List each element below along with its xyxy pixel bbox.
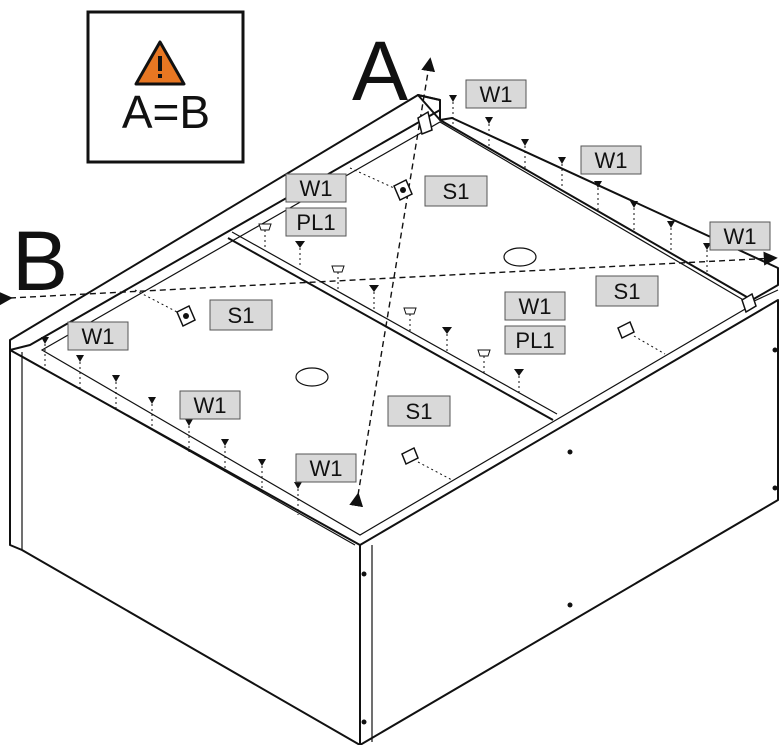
bracket-s1-left xyxy=(134,289,196,328)
corner-bracket-top xyxy=(417,110,433,136)
screw-row-front xyxy=(41,337,302,515)
screw xyxy=(558,157,566,188)
dimension-a-label: A xyxy=(352,24,408,118)
plug xyxy=(403,307,417,332)
screw-row-divider xyxy=(258,223,524,394)
label-s1-bottom: S1 xyxy=(387,395,451,427)
screw xyxy=(295,241,305,266)
label-w1-front-right: W1 xyxy=(295,453,357,483)
svg-text:S1: S1 xyxy=(406,399,433,424)
svg-text:W1: W1 xyxy=(595,148,628,173)
label-w1-top-right-1: W1 xyxy=(465,79,527,109)
screw xyxy=(442,327,452,352)
label-pl1-divider-bottom: PL1 xyxy=(504,325,566,355)
warning-text: A=B xyxy=(122,86,210,138)
warning-triangle-icon xyxy=(134,40,186,86)
svg-text:S1: S1 xyxy=(443,179,470,204)
label-s1-top: S1 xyxy=(424,175,488,207)
screw xyxy=(76,355,84,388)
screw xyxy=(449,95,457,126)
dimension-b-label: B xyxy=(12,214,68,308)
screw xyxy=(41,337,49,370)
bracket-s1-right xyxy=(617,320,666,355)
screw xyxy=(294,482,302,515)
corner-bracket-right xyxy=(741,292,757,314)
plug xyxy=(258,223,272,248)
plug xyxy=(331,265,345,290)
screw xyxy=(594,181,602,212)
svg-text:PL1: PL1 xyxy=(515,328,554,353)
svg-text:W1: W1 xyxy=(519,294,552,319)
screw xyxy=(258,459,266,492)
label-pl1-divider-top: PL1 xyxy=(285,207,347,237)
warning-panel: A=B xyxy=(86,10,245,164)
label-w1-right-edge: W1 xyxy=(709,221,771,251)
svg-text:W1: W1 xyxy=(480,82,513,107)
screw-row-back xyxy=(449,95,711,274)
label-w1-divider-bottom: W1 xyxy=(504,291,566,321)
label-w1-front-mid: W1 xyxy=(179,390,241,420)
label-w1-front-left: W1 xyxy=(67,321,129,351)
screw xyxy=(703,243,711,274)
svg-text:PL1: PL1 xyxy=(296,210,335,235)
bracket-s1-bottom xyxy=(401,446,453,481)
screw xyxy=(514,369,524,394)
svg-text:W1: W1 xyxy=(310,456,343,481)
screw xyxy=(521,139,529,170)
svg-text:W1: W1 xyxy=(724,224,757,249)
screw xyxy=(667,221,675,252)
screw xyxy=(485,117,493,148)
screw xyxy=(185,419,193,452)
screw xyxy=(369,285,379,310)
label-s1-right: S1 xyxy=(595,275,659,307)
screw xyxy=(148,397,156,430)
screw xyxy=(221,439,229,472)
screw xyxy=(630,201,638,232)
svg-text:S1: S1 xyxy=(614,279,641,304)
svg-text:W1: W1 xyxy=(82,324,115,349)
label-w1-top-right-2: W1 xyxy=(580,145,642,175)
label-s1-left: S1 xyxy=(209,299,273,331)
screw xyxy=(112,375,120,408)
svg-text:W1: W1 xyxy=(194,393,227,418)
bracket-s1-top xyxy=(349,167,413,202)
label-w1-divider-top: W1 xyxy=(285,173,347,203)
svg-text:W1: W1 xyxy=(300,176,333,201)
plug xyxy=(477,349,491,374)
svg-text:S1: S1 xyxy=(228,303,255,328)
diagonal-b-arrow xyxy=(0,251,778,306)
